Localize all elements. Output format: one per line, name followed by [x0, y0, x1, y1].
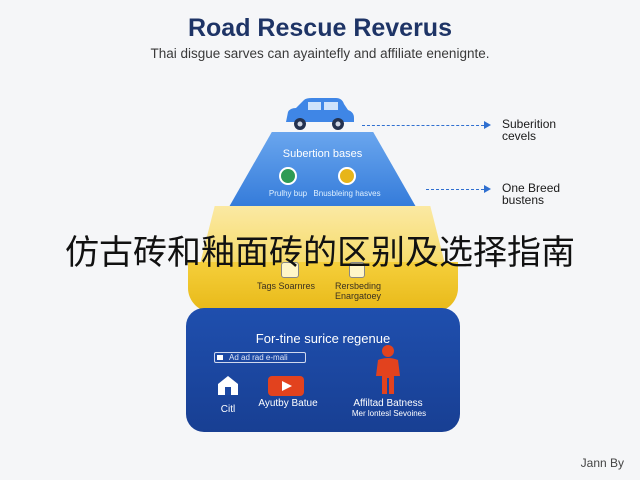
tier-subscription: [225, 132, 420, 214]
arrow-head-2-icon: [484, 185, 491, 193]
search-icon: [217, 355, 223, 360]
search-input[interactable]: Ad ad rad e-mali: [214, 352, 306, 363]
arrow-line-1: [362, 125, 484, 126]
tier1-right-label: Bnusbleing hasves: [313, 189, 381, 198]
page-title: Road Rescue Reverus: [187, 14, 452, 42]
person-icon: [376, 345, 400, 394]
tier3-right-label: Rersbeding Enargatoey: [334, 281, 382, 301]
tag-icon: [281, 262, 299, 278]
tier1-label: Subertion bases: [282, 148, 363, 160]
yellow-circle-icon: [338, 167, 356, 185]
overlay-title: 仿古砖和釉面砖的区别及选择指南: [65, 234, 575, 272]
tier4-item1-label: Citl: [220, 404, 236, 415]
tier-revenue: [186, 308, 460, 432]
side-label-2: One Breed bustens: [502, 181, 561, 207]
tier-yellow: [188, 262, 458, 312]
badge-icon: [349, 262, 365, 278]
tier1-left-label: Prulhy bup: [268, 189, 308, 198]
home-icon: [218, 376, 238, 395]
tier4-item3-label: Affiltad Batness: [353, 398, 423, 409]
play-icon: [268, 376, 304, 396]
tier3-left-label: Tags Soarnres: [256, 281, 316, 291]
tier4-item3-sub: Mer lontesl Sevoines: [351, 409, 427, 418]
green-circle-icon: [279, 167, 297, 185]
car-icon: [286, 98, 354, 130]
arrow-head-1-icon: [484, 121, 491, 129]
side-label-1: Suberition cevels: [502, 117, 557, 143]
tier-light-yellow: [200, 206, 445, 264]
tier4-heading: For-tine surice regenue: [255, 331, 391, 346]
page-subtitle: Thai disgue sarves can ayaintefly and af…: [150, 46, 490, 61]
credit-text: Jann By: [580, 456, 624, 470]
tier4-item2-label: Ayutby Batue: [258, 398, 318, 409]
arrow-line-2: [426, 189, 484, 190]
